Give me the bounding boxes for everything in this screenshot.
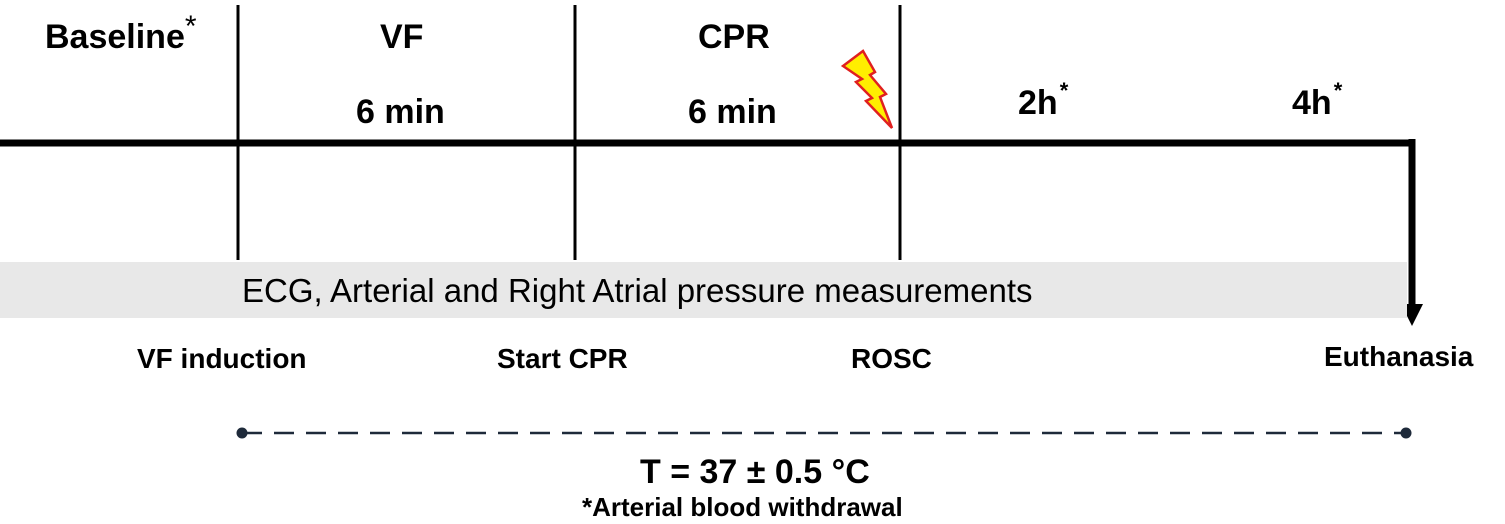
vf-duration: 6 min [356,93,445,131]
measurement-band [0,262,1407,318]
measurement-label: ECG, Arterial and Right Atrial pressure … [242,272,1033,309]
phase-baseline-label: Baseline* [45,12,197,56]
lightning-bolt-icon [840,49,894,129]
event-start-cpr: Start CPR [497,343,628,374]
phase-vf-label: VF [380,18,424,56]
event-rosc: ROSC [851,343,932,374]
temperature-range [236,427,1412,439]
timepoint-4h-text: 4h [1292,84,1332,122]
timepoint-4h-asterisk: * [1333,78,1343,103]
footnote: *Arterial blood withdrawal [582,492,903,522]
timepoint-2h-asterisk: * [1059,78,1069,103]
baseline-asterisk: * [184,10,197,43]
phase-cpr-label: CPR [698,18,770,56]
timepoint-4h: 4h* [1292,80,1342,122]
phase-baseline-text: Baseline [45,18,185,56]
event-vf-induction: VF induction [137,343,307,374]
event-euthanasia: Euthanasia [1324,341,1474,372]
timepoint-2h-text: 2h [1018,84,1058,122]
timepoint-2h: 2h* [1018,80,1068,122]
temperature-label: T = 37 ± 0.5 °C [640,453,870,491]
cpr-duration: 6 min [688,93,777,131]
